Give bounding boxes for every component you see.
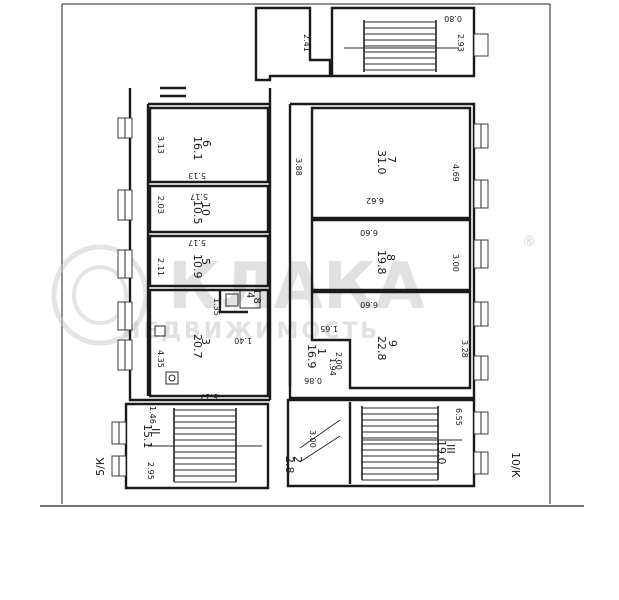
room-dim: 6.60 [360, 300, 378, 309]
room-dim: 1.46 [148, 406, 157, 424]
room-number: III [444, 444, 457, 454]
room-area: 2.8 [283, 456, 296, 474]
room-dim: 2.00 [334, 352, 343, 370]
room-dim: 1.94 [328, 358, 337, 376]
room-number: 4 [244, 292, 255, 298]
room-area: 19.8 [375, 250, 388, 275]
room-dim: 6.60 [360, 228, 378, 237]
watermark: КЛАКА ® НЕДВИЖИМОСТЬ [51, 234, 536, 346]
top-block [254, 6, 489, 82]
room-area: 31.0 [375, 150, 388, 175]
room-2: 2 2.8 3.00 [283, 430, 317, 474]
axis-left-label: 5/К [94, 457, 107, 476]
room-5: 5 10.9 2.11 5.17 [156, 238, 212, 279]
room-10: 10 10.5 2.03 5.17 [156, 192, 212, 225]
room-area: 19.0 [435, 440, 448, 465]
room-area: 16.1 [191, 136, 204, 161]
room-dim: 1.65 [320, 324, 338, 333]
room-3: 3 20.7 4.35 5.17 1.40 [156, 334, 252, 401]
room-7: 7 31.0 6.62 4.69 [366, 150, 460, 205]
room-dim: 0.86 [304, 376, 322, 385]
room-8: 8 19.8 6.60 3.00 [360, 228, 460, 275]
room-dim: 3.00 [308, 430, 317, 448]
room-number: 6 [200, 140, 213, 147]
axis-right-label: 10/К [509, 452, 522, 478]
room-area: 15.1 [141, 424, 154, 449]
fixtures [154, 289, 261, 385]
room-dim: 3.13 [156, 136, 165, 154]
watermark-registered: ® [522, 234, 536, 250]
room-dim: 6.62 [366, 196, 384, 205]
room-9: 9 22.8 6.60 3.28 [360, 300, 469, 361]
room-area: 16.9 [305, 344, 318, 369]
room-1: 1 16.9 1.65 0.86 1.94 [304, 324, 338, 385]
room-number: 7 [385, 156, 398, 163]
room-number: II [149, 428, 162, 435]
room-dim: 2.41 [302, 34, 311, 52]
room-number: 10 [199, 202, 212, 216]
room-area: 10.9 [191, 254, 204, 279]
room-dim: 3.28 [460, 340, 469, 358]
room-II: II 15.1 1.46 2.95 [141, 406, 162, 480]
room-area: 10.5 [191, 200, 204, 225]
room-number: 5 [199, 258, 212, 265]
room-area: 22.8 [375, 336, 388, 361]
room-dim: 5.17 [190, 192, 208, 201]
room-III: III 19.0 6.55 [435, 408, 463, 465]
room-dim: 2.03 [156, 196, 165, 214]
room-dim: 4.69 [451, 164, 460, 182]
room-number: 8 [384, 254, 397, 261]
room-dim: 0.80 [444, 14, 462, 23]
room-dim: 1.40 [234, 336, 252, 345]
main-walls [128, 86, 476, 402]
room-number: 9 [386, 340, 399, 347]
plan-frame [40, 3, 584, 507]
room-4: 4 1.8 1.35 [212, 288, 262, 316]
room-number: 3 [199, 338, 212, 345]
room-area: 20.7 [191, 334, 204, 359]
room-dim: 2.95 [146, 462, 155, 480]
room-number: 2 [291, 456, 304, 463]
room-dim: 5.13 [188, 171, 206, 180]
room-number: 1 [315, 348, 328, 355]
room-dim: 3.00 [451, 254, 460, 272]
windows [111, 117, 489, 477]
lower-right-block [286, 398, 476, 488]
room-dim: 1.35 [212, 298, 221, 316]
room-dim: 6.55 [454, 408, 463, 426]
corridor-dims: 3.88 2.00 [294, 158, 343, 370]
room-area: 1.8 [251, 288, 262, 304]
room-dim: 2.93 [456, 34, 465, 52]
room-dim: 5.17 [188, 238, 206, 247]
top-block-dims: 2.41 2.93 0.80 [302, 14, 465, 52]
room-dim: 3.88 [294, 158, 303, 176]
room-dim: 4.35 [156, 350, 165, 368]
room-dim: 5.17 [200, 392, 218, 401]
room-6: 6 16.1 3.13 5.13 [156, 136, 213, 180]
room-dim: 2.11 [156, 258, 165, 276]
